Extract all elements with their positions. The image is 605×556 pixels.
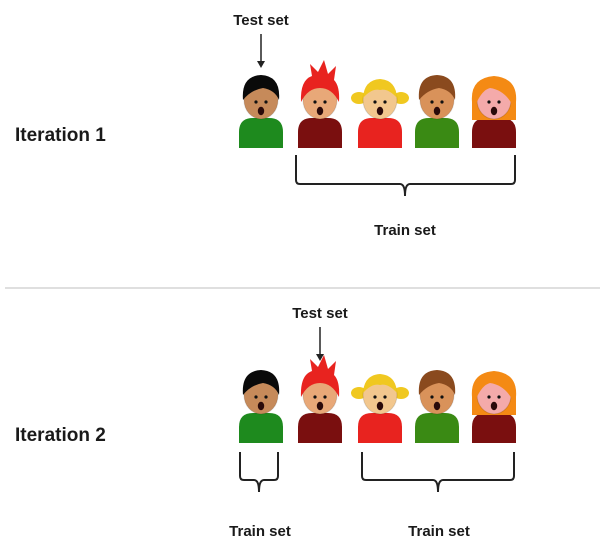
- eye-right: [264, 395, 268, 399]
- hair: [476, 373, 512, 399]
- hair: [363, 374, 397, 393]
- mouth: [490, 401, 498, 411]
- iteration-1-test-set-label: Test set: [233, 12, 289, 29]
- eye-left: [430, 395, 434, 399]
- eye-left: [254, 395, 258, 399]
- pigtail-left: [351, 387, 367, 399]
- person-5: [471, 371, 517, 443]
- eye-left: [430, 100, 434, 104]
- mouth: [257, 106, 265, 116]
- shirt: [415, 118, 459, 148]
- pigtail-right: [393, 387, 409, 399]
- iteration-2-train-bracket-left: [239, 452, 279, 493]
- shirt: [358, 118, 402, 148]
- hair: [242, 370, 280, 395]
- iteration-1-train-bracket: [295, 155, 516, 197]
- mouth: [433, 401, 441, 411]
- mouth: [376, 401, 384, 411]
- shirt: [239, 118, 283, 148]
- iteration-2-test-set-label: Test set: [292, 305, 348, 322]
- iteration-1-label: Iteration 1: [15, 125, 106, 146]
- hair: [242, 75, 280, 100]
- iteration-2-train-set-label-right: Train set: [408, 523, 470, 540]
- person-2: [298, 355, 342, 443]
- mouth: [316, 401, 324, 411]
- hair: [418, 75, 456, 100]
- shirt: [298, 118, 342, 148]
- eye-left: [487, 395, 491, 399]
- hair: [363, 79, 397, 98]
- person-2: [298, 60, 342, 148]
- eye-right: [497, 395, 501, 399]
- iteration-2-people: [239, 355, 517, 443]
- eye-left: [373, 100, 377, 104]
- person-4: [415, 370, 459, 443]
- eye-right: [497, 100, 501, 104]
- mouth: [376, 106, 384, 116]
- mouth: [490, 106, 498, 116]
- shirt: [298, 413, 342, 443]
- eye-right: [323, 395, 327, 399]
- person-3: [351, 374, 409, 443]
- eye-right: [383, 395, 387, 399]
- iteration-2-train-set-label-left: Train set: [229, 523, 291, 540]
- iteration-1: Iteration 1 Test set Train set: [15, 12, 517, 239]
- iteration-2-train-bracket-right: [361, 452, 515, 493]
- hair: [300, 355, 340, 397]
- shirt: [472, 413, 516, 443]
- hair: [418, 370, 456, 395]
- pigtail-right: [393, 92, 409, 104]
- eye-left: [313, 100, 317, 104]
- eye-right: [440, 100, 444, 104]
- person-1: [239, 75, 283, 148]
- eye-right: [440, 395, 444, 399]
- pigtail-left: [351, 92, 367, 104]
- hair: [476, 78, 512, 104]
- iteration-1-test-arrow: [257, 34, 265, 68]
- mouth: [433, 106, 441, 116]
- shirt: [239, 413, 283, 443]
- iteration-2: Iteration 2 Test set Train set Train set: [15, 305, 517, 540]
- shirt: [358, 413, 402, 443]
- shirt: [472, 118, 516, 148]
- eye-right: [323, 100, 327, 104]
- eye-left: [313, 395, 317, 399]
- shirt: [415, 413, 459, 443]
- person-5: [471, 76, 517, 148]
- person-1: [239, 370, 283, 443]
- eye-right: [383, 100, 387, 104]
- iteration-2-label: Iteration 2: [15, 425, 106, 446]
- mouth: [316, 106, 324, 116]
- iteration-2-test-arrow: [316, 327, 324, 361]
- iteration-1-people: [239, 60, 517, 148]
- eye-left: [373, 395, 377, 399]
- mouth: [257, 401, 265, 411]
- person-4: [415, 75, 459, 148]
- eye-right: [264, 100, 268, 104]
- eye-left: [487, 100, 491, 104]
- hair: [300, 60, 340, 102]
- person-3: [351, 79, 409, 148]
- eye-left: [254, 100, 258, 104]
- iteration-1-train-set-label: Train set: [374, 222, 436, 239]
